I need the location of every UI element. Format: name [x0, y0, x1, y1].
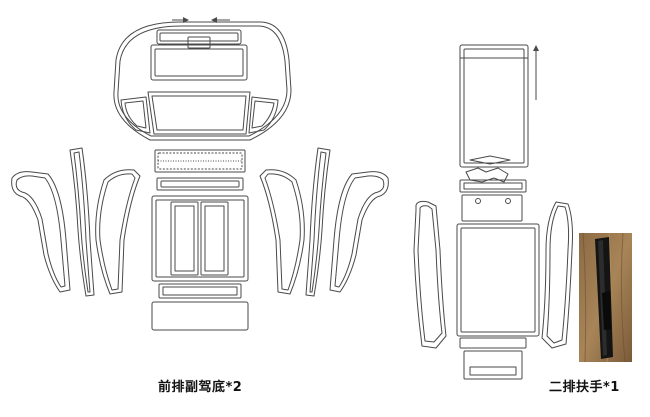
armrest-right-side-piece: [541, 201, 573, 349]
armrest-small-plate: [461, 194, 523, 222]
second-row-set-caption: 二排扶手*1: [549, 380, 620, 395]
front-vent-strip: [154, 149, 246, 173]
front-lower-panel: [151, 195, 249, 282]
front-left-side-pieces: [11, 147, 141, 297]
front-set-caption: 前排副驾底*2: [158, 380, 243, 395]
armrest-top-lid: [459, 44, 529, 168]
front-bottom-plate: [151, 301, 249, 331]
front-thin-bar: [156, 177, 244, 191]
armrest-connector: [465, 167, 509, 183]
product-photo: [579, 232, 632, 363]
armrest-bottom-band: [459, 337, 527, 380]
front-right-side-pieces: [259, 147, 389, 297]
armrest-middle-band: [459, 179, 527, 193]
front-top-panel: [113, 21, 292, 141]
armrest-left-side-piece: [413, 200, 447, 349]
armrest-main-plate: [456, 223, 540, 337]
front-bottom-bar: [158, 283, 242, 299]
